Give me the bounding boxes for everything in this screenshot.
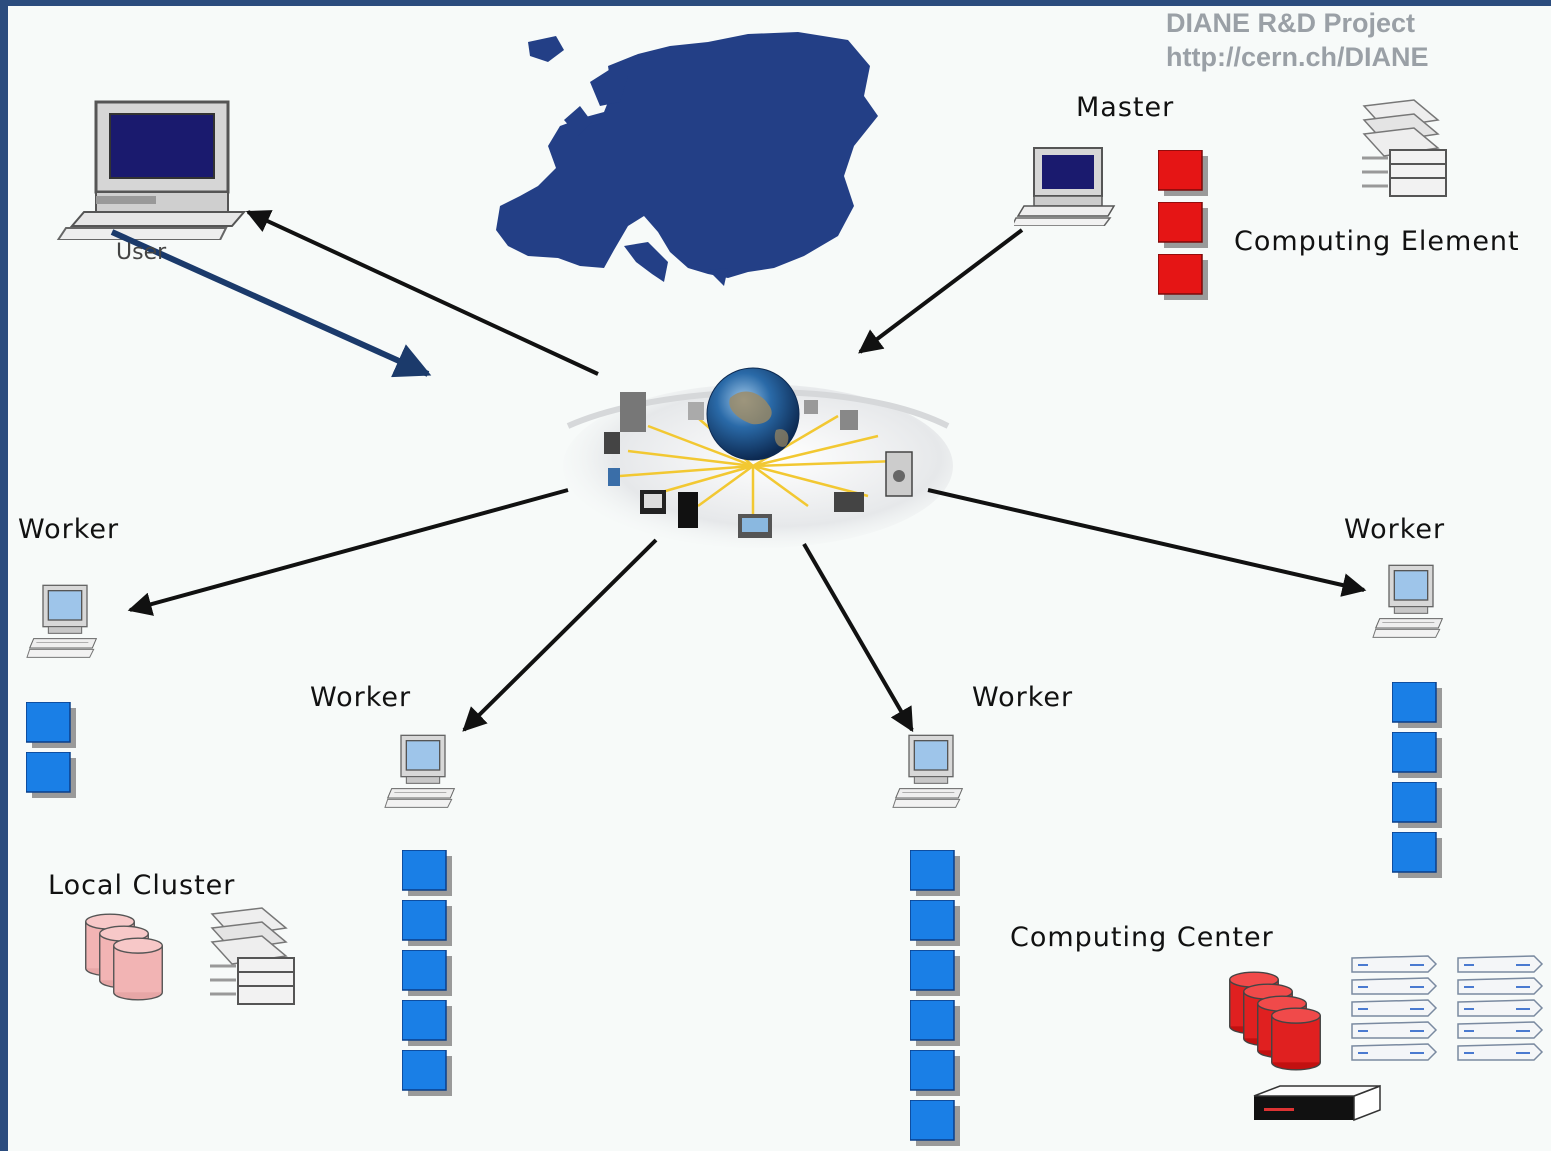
europe-map-icon bbox=[496, 32, 878, 286]
worker-right-label: Worker bbox=[1344, 514, 1446, 545]
diagram-graphics bbox=[26, 32, 1543, 1146]
arrows bbox=[127, 210, 1367, 733]
arrow-to-worker-right bbox=[927, 488, 1367, 597]
user-submit-arrow bbox=[110, 229, 432, 378]
diagram-canvas: DIANE R&D Project http://cern.ch/DIANE M… bbox=[8, 6, 1551, 1151]
computing-center-disks-icon bbox=[1229, 971, 1321, 1071]
worker-mid-left-task-stack bbox=[402, 850, 452, 1096]
grid-globe-icon bbox=[563, 367, 953, 548]
worker-mid-right-label: Worker bbox=[972, 682, 1074, 713]
master-computer-icon bbox=[1014, 147, 1115, 226]
computing-center-rack-icon bbox=[1351, 955, 1543, 1061]
worker-mid-right-task-stack bbox=[910, 850, 960, 1146]
worker-right-computer-icon bbox=[1372, 564, 1444, 639]
credit-title: DIANE R&D Project bbox=[1166, 8, 1416, 38]
local-cluster-server-icon bbox=[208, 906, 296, 1006]
worker-right-task-stack bbox=[1392, 682, 1442, 878]
user-label: User bbox=[116, 240, 167, 265]
credit-block: DIANE R&D Project http://cern.ch/DIANE bbox=[1166, 6, 1429, 74]
worker-left-label: Worker bbox=[18, 514, 120, 545]
arrow-to-worker-left bbox=[127, 488, 569, 616]
arrow-to-worker-mid-right bbox=[802, 542, 914, 733]
master-label: Master bbox=[1076, 92, 1175, 123]
worker-mid-left-computer-icon bbox=[384, 734, 456, 809]
local-cluster-label: Local Cluster bbox=[48, 870, 236, 901]
computing-element-label: Computing Element bbox=[1234, 226, 1520, 257]
arrow-from-master bbox=[858, 228, 1024, 354]
arrow-to-user bbox=[245, 210, 599, 376]
arrow-to-worker-mid-left bbox=[462, 538, 658, 732]
master-task-stack bbox=[1158, 150, 1208, 300]
worker-mid-right-computer-icon bbox=[892, 734, 964, 809]
computing-center-label: Computing Center bbox=[1010, 922, 1274, 953]
credit-url: http://cern.ch/DIANE bbox=[1166, 42, 1429, 72]
local-cluster-disks-icon bbox=[85, 913, 163, 1001]
network-switch-icon bbox=[1253, 1084, 1381, 1122]
worker-left-computer-icon bbox=[26, 584, 98, 659]
user-computer-icon bbox=[56, 100, 246, 240]
worker-mid-left-label: Worker bbox=[310, 682, 412, 713]
computing-element-server-icon bbox=[1360, 98, 1448, 198]
worker-left-task-stack bbox=[26, 702, 76, 798]
